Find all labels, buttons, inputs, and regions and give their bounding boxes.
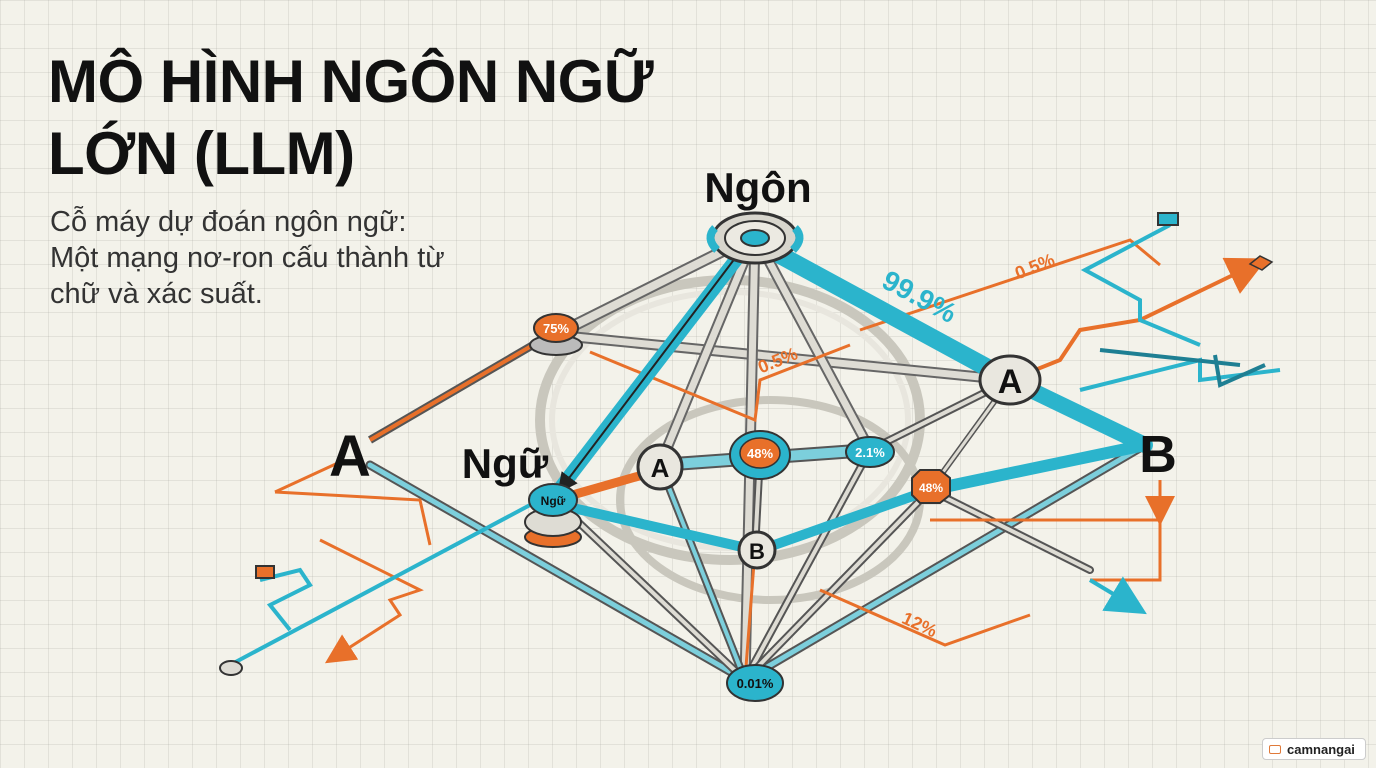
label-05-right: 0.5%	[1012, 249, 1058, 283]
label-12: 12%	[899, 608, 940, 641]
node-center-b: B	[737, 530, 777, 570]
node-upper-right-a: A	[978, 354, 1042, 406]
orange-paths	[274, 238, 1268, 664]
node-48-right: 48%	[911, 469, 951, 504]
connector-chips	[219, 212, 1274, 676]
title-line-1: MÔ HÌNH NGÔN NGỮ	[48, 48, 654, 115]
page-title: MÔ HÌNH NGÔN NGỮ LỚN (LLM)	[48, 46, 654, 190]
watermark-badge: camnangai	[1262, 738, 1366, 760]
label-48-center: 48%	[747, 446, 773, 461]
label-center-a: A	[651, 453, 670, 483]
node-75: 75%	[529, 313, 583, 356]
subtitle-line-2: Một mạng nơ-ron cấu thành từ	[50, 242, 445, 274]
node-21: 2.1%	[845, 436, 895, 468]
node-48-center: 48%	[729, 430, 791, 480]
subtitle-line-1: Cỗ máy dự đoán ngôn ngữ:	[50, 206, 407, 238]
box-icon	[1269, 744, 1281, 754]
title-line-2: LỚN (LLM)	[48, 120, 355, 187]
watermark-text: camnangai	[1287, 741, 1355, 757]
node-001: 0.01%	[726, 664, 784, 702]
label-upper-right-a: A	[998, 363, 1023, 401]
label-ngu-node: Ngữ	[541, 494, 566, 508]
subtitle-line-3: chữ và xác suất.	[50, 278, 263, 310]
label-001: 0.01%	[737, 676, 774, 691]
label-center-b: B	[749, 539, 765, 564]
label-75: 75%	[543, 321, 569, 336]
hub-ngon	[706, 211, 804, 265]
word-ngon: Ngôn	[704, 164, 811, 211]
word-ngu: Ngữ	[462, 440, 549, 487]
structure-beams	[365, 229, 1150, 686]
label-48-right: 48%	[919, 481, 943, 495]
node-center-a: A	[636, 443, 684, 491]
letter-a-left: A	[329, 424, 371, 489]
blue-paths	[229, 223, 1281, 667]
letter-b-right: B	[1139, 426, 1177, 484]
label-21: 2.1%	[855, 445, 885, 460]
node-ngu: Ngữ	[524, 483, 582, 548]
probability-paths	[548, 228, 1153, 555]
subtitle: Cỗ máy dự đoán ngôn ngữ: Một mạng nơ-ron…	[50, 204, 445, 312]
